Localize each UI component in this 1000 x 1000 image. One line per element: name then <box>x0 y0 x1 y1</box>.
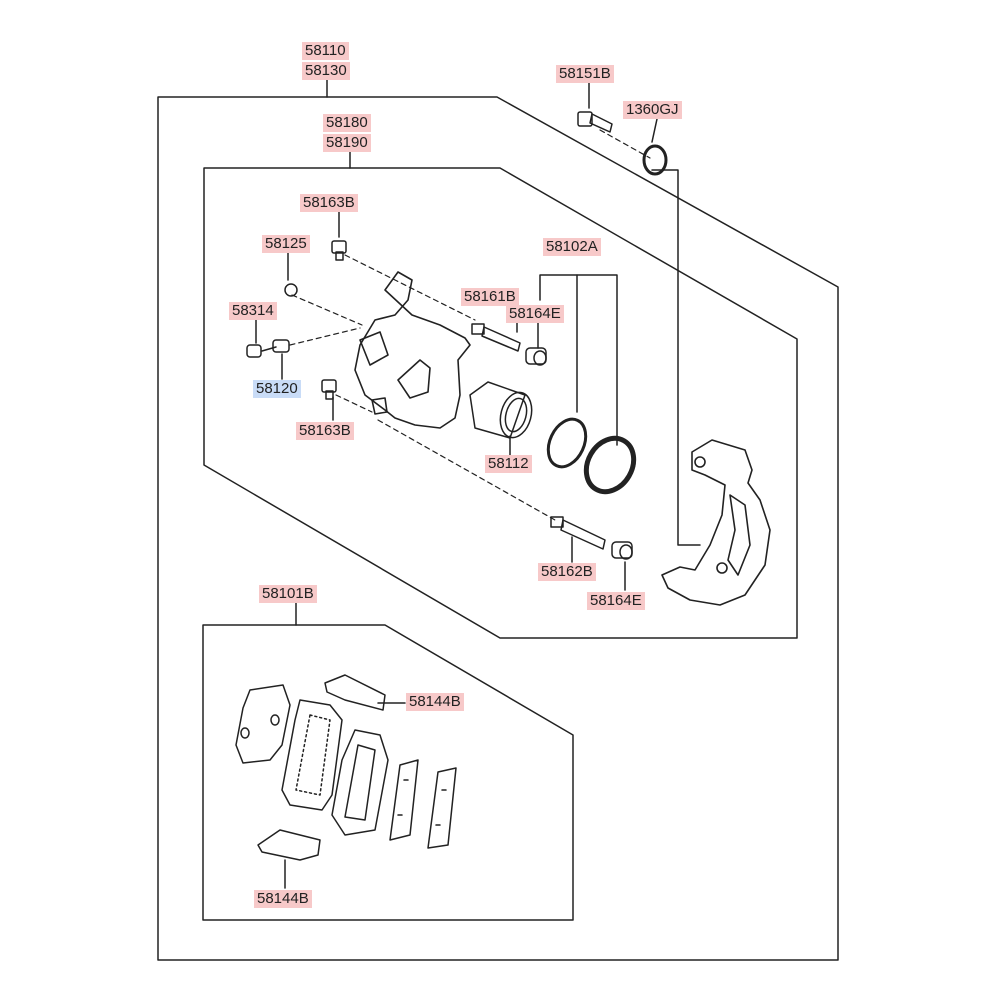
label-1360GJ: 1360GJ <box>623 101 682 119</box>
label-58164E-top: 58164E <box>506 305 564 323</box>
brake-pad-outer <box>331 729 389 836</box>
wear-shim-1 <box>389 759 419 841</box>
label-58163B-top: 58163B <box>300 194 358 212</box>
label-58190: 58190 <box>323 134 371 152</box>
label-58164E-bot: 58164E <box>587 592 645 610</box>
clip-58125 <box>284 283 298 297</box>
boot-58164E-top <box>525 347 547 366</box>
caliper-bracket <box>661 439 771 606</box>
seal-large <box>583 435 637 495</box>
bolt-58163B-bot <box>321 379 337 400</box>
label-58112: 58112 <box>485 455 532 473</box>
guide-pin-58161B <box>471 323 521 352</box>
label-58125: 58125 <box>262 235 310 253</box>
brake-pad-inner <box>281 699 343 811</box>
label-58120: 58120 <box>253 380 301 398</box>
bleeder-58120 <box>261 339 290 353</box>
leader-1360GJ <box>651 118 658 143</box>
wear-shim-2 <box>427 767 457 849</box>
caliper-frame <box>203 167 798 639</box>
label-58314: 58314 <box>229 302 277 320</box>
label-58102A: 58102A <box>543 238 601 256</box>
label-58161B: 58161B <box>461 288 519 306</box>
outer-frame <box>157 96 839 961</box>
seal-small <box>546 417 588 469</box>
pad-shim-left <box>235 684 291 764</box>
piston-58112 <box>469 381 533 439</box>
bolt-58163B-top <box>331 240 347 261</box>
bolt-58151B <box>577 111 613 133</box>
leader-1360GJ-down <box>651 169 701 546</box>
label-58163B-bot: 58163B <box>296 422 354 440</box>
label-58151B: 58151B <box>556 65 614 83</box>
cap-58314 <box>246 344 262 358</box>
clip-58144B-top <box>324 674 386 711</box>
label-58130: 58130 <box>302 62 350 80</box>
label-58162B: 58162B <box>538 563 596 581</box>
guide-pin-58162B <box>550 516 606 550</box>
leader-58102A <box>539 274 618 446</box>
label-58180: 58180 <box>323 114 371 132</box>
assembly-axes <box>289 129 651 521</box>
pad-frame <box>202 624 574 921</box>
washer-1360GJ <box>642 144 668 176</box>
label-58144B-bot: 58144B <box>254 890 312 908</box>
label-58110: 58110 <box>302 42 349 60</box>
label-58144B-top: 58144B <box>406 693 464 711</box>
label-58101B: 58101B <box>259 585 317 603</box>
boot-58164E-bot <box>611 541 633 560</box>
clip-58144B-bot <box>257 829 321 861</box>
caliper-body <box>354 271 471 429</box>
